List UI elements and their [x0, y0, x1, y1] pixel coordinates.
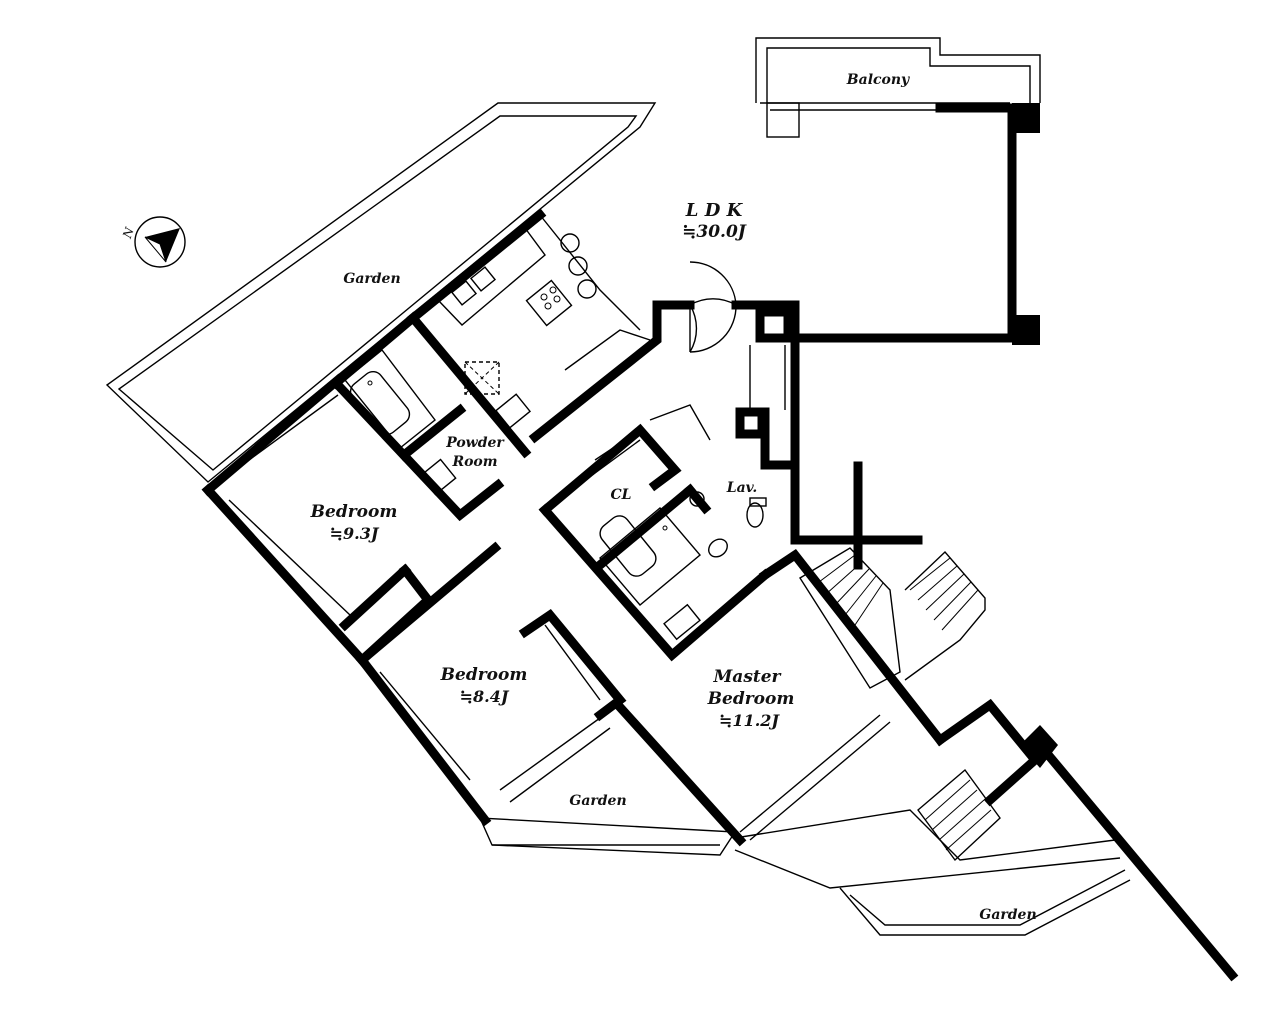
- compass-north-label: N: [120, 225, 137, 241]
- ldk-area: ≒30.0J: [682, 222, 747, 242]
- powder-room-label-line1: Powder: [445, 435, 505, 451]
- master-bedroom-area: ≒11.2J: [719, 711, 780, 730]
- bathtub-main: [344, 349, 436, 449]
- garden-south-outline: [478, 817, 737, 856]
- garden-east-outline: [734, 809, 1131, 936]
- powder-room-fixtures: [419, 458, 457, 496]
- powder-room-label-line2: Room: [451, 454, 497, 470]
- bathtub-second: [599, 507, 701, 606]
- balcony-outline: [755, 37, 1041, 138]
- interior-partitions: [218, 345, 891, 841]
- garden-east-label: Garden: [979, 907, 1036, 923]
- walls: [201, 103, 1239, 982]
- kitchen-fixtures: [436, 214, 651, 429]
- doors: [689, 261, 737, 353]
- lavatory-label: Lav.: [726, 480, 758, 496]
- master-bedroom-line1: Master: [712, 667, 781, 687]
- bedroom-2-area: ≒8.4J: [460, 687, 510, 706]
- entrance-stairs: [799, 547, 1001, 862]
- closet-label: CL: [611, 487, 632, 503]
- master-bedroom-line2: Bedroom: [707, 689, 795, 709]
- lav-fixtures: [663, 491, 767, 641]
- garden-north-outline: [105, 102, 657, 483]
- pillars: [1012, 103, 1058, 768]
- compass-icon: [134, 216, 186, 268]
- garden-north-label: Garden: [343, 271, 400, 287]
- bedroom-1-name: Bedroom: [310, 502, 398, 522]
- garden-south-label: Garden: [569, 793, 626, 809]
- bedroom-1-area: ≒9.3J: [330, 524, 380, 543]
- balcony-label: Balcony: [846, 72, 910, 88]
- ldk-name: L D K: [685, 200, 744, 221]
- bedroom-2-name: Bedroom: [440, 665, 528, 685]
